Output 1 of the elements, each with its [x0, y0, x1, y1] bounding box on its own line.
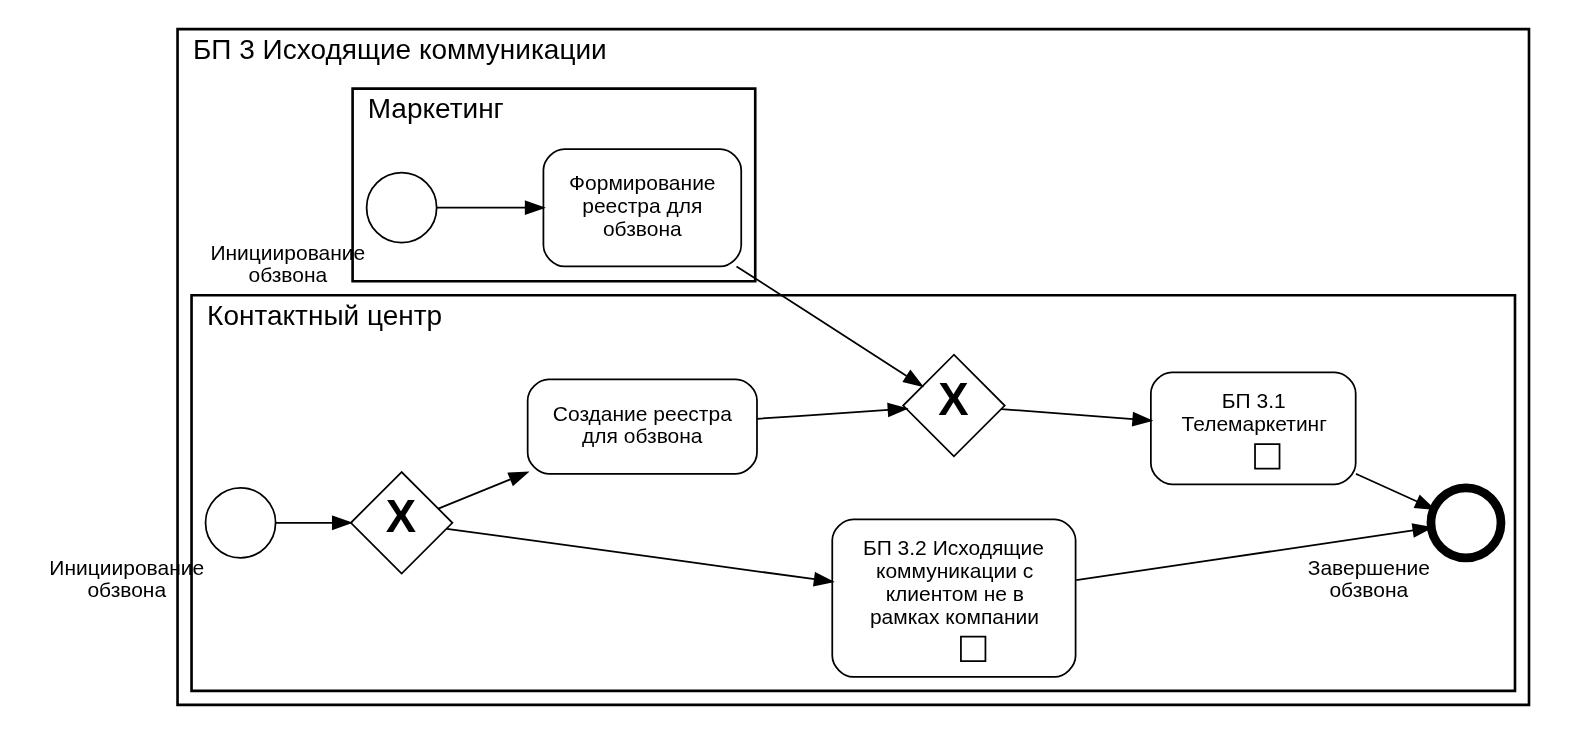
node-label: Завершение обзвона [1307, 555, 1430, 602]
